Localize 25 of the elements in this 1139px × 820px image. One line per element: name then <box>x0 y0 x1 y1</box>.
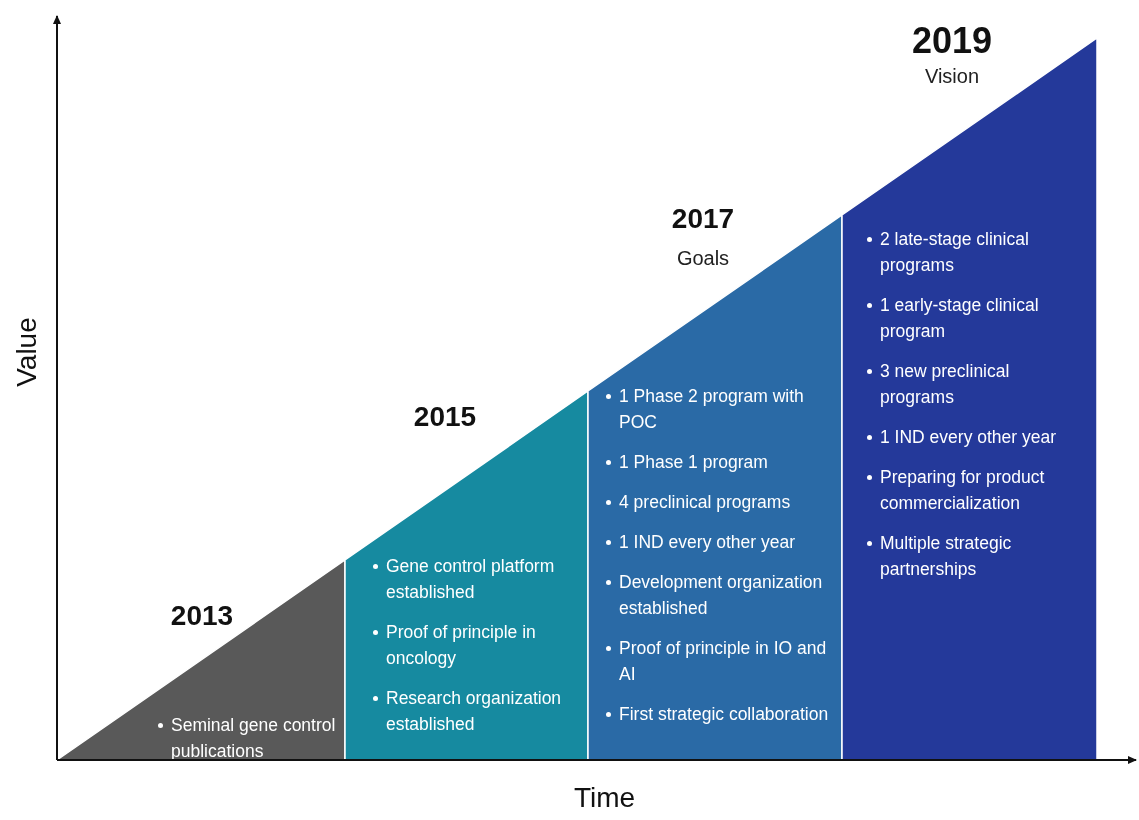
bullet-text: Proof of principle in IO and AI <box>619 638 827 684</box>
bullet-text: Multiple strategic partnerships <box>880 533 1012 579</box>
stage-subtitle: Goals <box>676 247 730 270</box>
axis-label: Time <box>574 782 636 814</box>
year-heading: 2015 <box>413 401 477 433</box>
year-heading: 2017 <box>671 203 735 235</box>
bullet-text: Gene control platform established <box>386 556 555 602</box>
bullet-text: Preparing for product commercialization <box>880 467 1045 513</box>
bullet-text: Seminal gene control publications <box>171 715 336 761</box>
bullet-text: Development organization established <box>619 572 823 618</box>
bullet-text: 1 IND every other year <box>619 532 796 552</box>
bullet-text: 4 preclinical programs <box>619 492 791 512</box>
bullet-text: First strategic collaboration <box>619 704 829 724</box>
axis-label: Value <box>10 317 43 387</box>
bullet-text: 1 early-stage clinical program <box>880 295 1039 341</box>
stage-subtitle: Vision <box>924 65 980 88</box>
year-heading: 2013 <box>170 600 234 632</box>
bullet-text: 1 Phase 1 program <box>619 452 768 472</box>
bullet-text: 1 Phase 2 program with POC <box>619 386 804 432</box>
bullet-text: Research organization established <box>386 688 562 734</box>
year-heading: 2019 <box>911 20 993 62</box>
bullet-text: Proof of principle in oncology <box>386 622 536 668</box>
bullet-text: 2 late-stage clinical programs <box>880 229 1029 275</box>
bullet-text: 3 new preclinical programs <box>880 361 1010 407</box>
bullet-text: 1 IND every other year <box>880 427 1057 447</box>
